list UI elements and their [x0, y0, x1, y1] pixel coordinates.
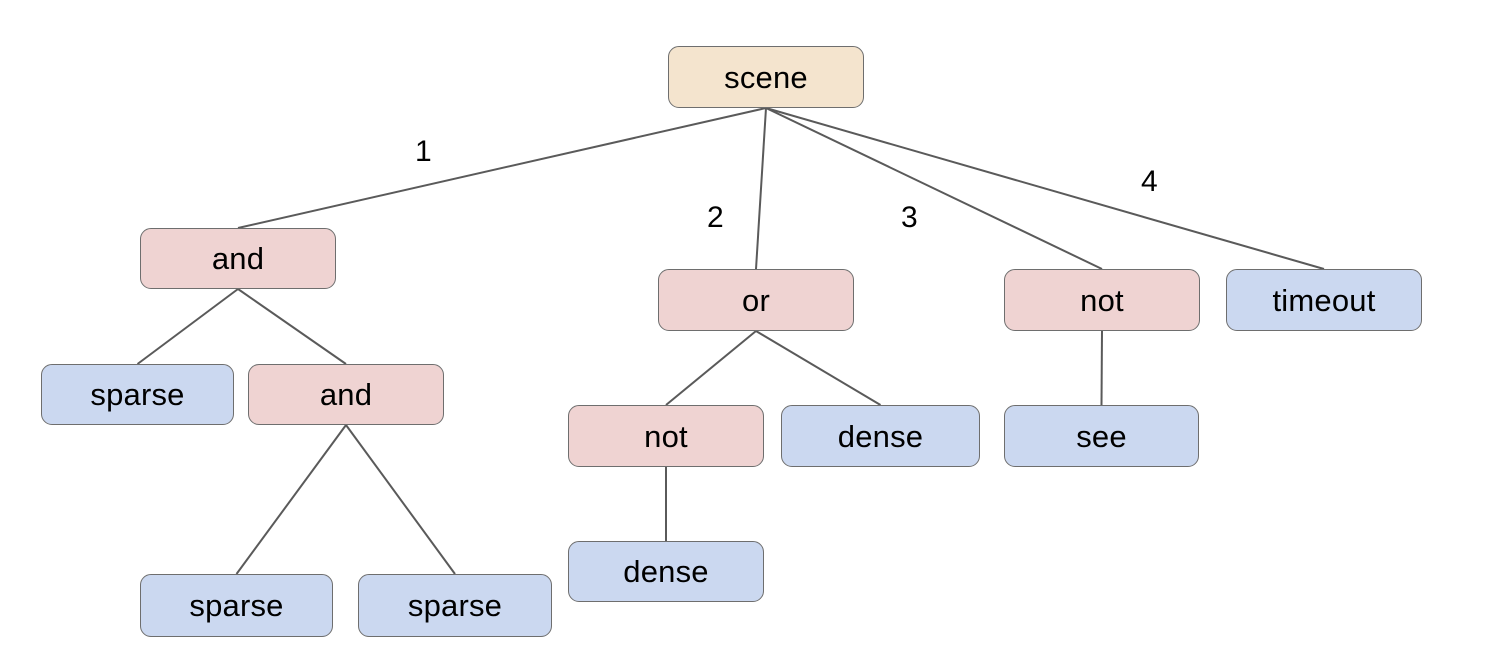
tree-edge-or1-to-not2	[665, 330, 757, 406]
tree-edge-and2-to-sparse2	[235, 424, 347, 575]
tree-edge-and2-to-sparse3	[345, 424, 456, 575]
tree-node-see1[interactable]: see	[1004, 405, 1199, 467]
tree-node-and1[interactable]: and	[140, 228, 336, 289]
tree-node-dense2[interactable]: dense	[568, 541, 764, 602]
tree-node-sparse2[interactable]: sparse	[140, 574, 333, 637]
tree-node-label: see	[1076, 418, 1127, 454]
tree-node-label: not	[1080, 282, 1124, 318]
tree-edge-scene-to-timeout1	[765, 107, 1325, 270]
edge-label-scene-to-timeout1: 4	[1141, 165, 1158, 198]
tree-node-label: and	[319, 377, 373, 412]
tree-node-dense1[interactable]: dense	[781, 405, 980, 467]
tree-node-label: dense	[623, 554, 709, 589]
tree-node-not1[interactable]: not	[1004, 269, 1200, 331]
tree-edge-and1-to-sparse1	[136, 288, 239, 365]
tree-node-label: not	[644, 418, 688, 454]
tree-node-or1[interactable]: or	[658, 269, 854, 331]
tree-node-label: or	[742, 282, 770, 318]
tree-node-timeout1[interactable]: timeout	[1226, 269, 1422, 331]
tree-edge-or1-to-dense1	[755, 330, 882, 406]
edge-label-scene-to-and1: 1	[415, 135, 432, 168]
tree-edge-scene-to-not1	[765, 107, 1103, 270]
tree-node-scene[interactable]: scene	[668, 46, 864, 108]
tree-node-label: scene	[724, 59, 808, 95]
edge-label-scene-to-or1: 2	[707, 201, 724, 234]
tree-node-sparse3[interactable]: sparse	[358, 574, 552, 637]
tree-node-label: dense	[837, 418, 924, 454]
edge-label-scene-to-not1: 3	[901, 201, 918, 234]
tree-node-label: sparse	[407, 588, 503, 623]
tree-node-label: sparse	[90, 377, 185, 412]
tree-node-label: and	[211, 241, 265, 276]
tree-node-not2[interactable]: not	[568, 405, 764, 467]
tree-node-and2[interactable]: and	[248, 364, 444, 425]
tree-edge-scene-to-or1	[755, 107, 767, 270]
tree-edge-and1-to-and2	[237, 288, 347, 365]
tree-edge-scene-to-and1	[237, 107, 767, 229]
tree-edge-not1-to-see1	[1100, 330, 1103, 406]
tree-node-label: timeout	[1272, 282, 1376, 318]
tree-node-label: sparse	[189, 588, 284, 623]
tree-node-sparse1[interactable]: sparse	[41, 364, 234, 425]
